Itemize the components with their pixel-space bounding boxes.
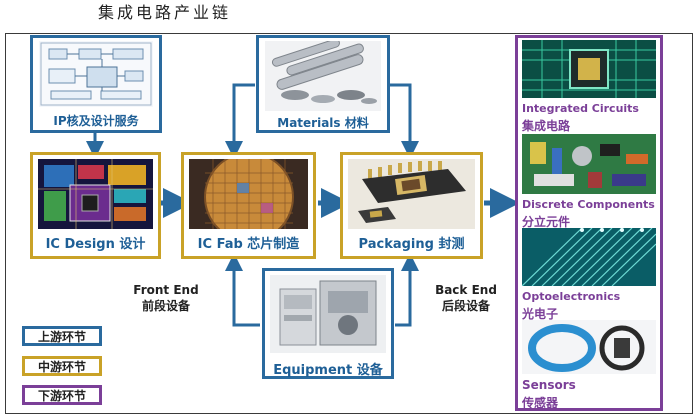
page-title: 集成电路产业链 (98, 3, 232, 22)
arrow-equipment-to-packaging (395, 253, 419, 327)
node-materials: Materials 材料 (256, 35, 390, 133)
back-end-en: Back End (435, 283, 497, 297)
product-discrete-components: Discrete Components 分立元件 (522, 134, 656, 229)
ic-design-layout-image (38, 159, 153, 229)
optoelectronics-image (522, 228, 656, 286)
node-products: Integrated Circuits 集成电路 Discrete Compon… (515, 35, 663, 411)
ic-fab-label: IC Fab 芯片制造 (197, 237, 300, 252)
product-sensors: Sensors 传感器 (522, 320, 656, 410)
ip-schematic-image (39, 41, 153, 107)
packaging-label: Packaging 封测 (358, 237, 465, 252)
node-equipment: Equipment 设备 (262, 268, 394, 379)
back-end-cn: 后段设备 (441, 299, 490, 313)
legend-midstream: 中游环节 (22, 356, 102, 376)
product-cn-1: 分立元件 (522, 215, 571, 229)
arrow-materials-to-packaging (390, 83, 419, 159)
materials-label: Materials 材料 (277, 116, 369, 130)
product-cn-0: 集成电路 (522, 119, 571, 133)
back-end-label: Back End 后段设备 (426, 282, 506, 314)
sensors-image (522, 320, 656, 374)
discrete-components-image (522, 134, 656, 194)
equipment-machine-image (270, 275, 386, 353)
node-ip-design-services: IP核及设计服务 (30, 35, 162, 133)
product-optoelectronics: Optoelectronics 光电子 (522, 228, 656, 321)
arrow-equipment-to-fab (225, 253, 260, 327)
product-en-2: Optoelectronics (522, 290, 621, 303)
product-en-3: Sensors (522, 378, 576, 392)
front-end-label: Front End 前段设备 (126, 282, 206, 314)
product-integrated-circuits: Integrated Circuits 集成电路 (522, 40, 656, 133)
product-cn-3: 传感器 (522, 396, 559, 410)
diagram-frame (5, 33, 693, 414)
materials-wafers-image (265, 41, 381, 111)
node-ic-fab: IC Fab 芯片制造 (181, 152, 316, 259)
front-end-en: Front End (133, 283, 199, 297)
arrow-materials-to-fab (225, 83, 255, 159)
front-end-cn: 前段设备 (141, 299, 190, 313)
node-packaging: Packaging 封测 (340, 152, 483, 259)
equipment-label: Equipment 设备 (273, 363, 383, 378)
packaging-chip-image (348, 159, 475, 229)
ic-fab-wafer-image (189, 159, 308, 229)
node-ic-design: IC Design 设计 (30, 152, 161, 259)
product-en-0: Integrated Circuits (522, 102, 639, 115)
legend-downstream: 下游环节 (22, 385, 102, 405)
integrated-circuits-image (522, 40, 656, 98)
product-cn-2: 光电子 (522, 307, 559, 321)
ip-label: IP核及设计服务 (53, 114, 139, 128)
product-en-1: Discrete Components (522, 198, 655, 211)
legend-upstream: 上游环节 (22, 326, 102, 346)
ic-design-label: IC Design 设计 (45, 237, 146, 252)
